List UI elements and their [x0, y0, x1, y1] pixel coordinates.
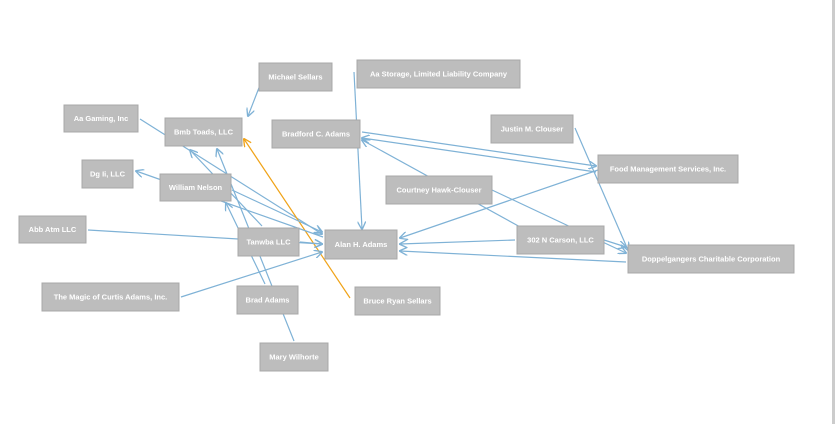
- edge-carson-to-alan-adams: [400, 239, 516, 244]
- node-courtney-clouser[interactable]: Courtney Hawk-Clouser: [385, 175, 493, 205]
- node-box[interactable]: [259, 342, 329, 372]
- node-tanwba[interactable]: Tanwba LLC: [237, 227, 300, 257]
- node-label: Alan H. Adams: [335, 240, 388, 249]
- node-box[interactable]: [324, 229, 398, 260]
- node-carson[interactable]: 302 N Carson, LLC: [516, 225, 605, 255]
- node-magic-curtis[interactable]: The Magic of Curtis Adams, Inc.: [41, 282, 180, 312]
- node-mary-wilhorte[interactable]: Mary Wilhorte: [259, 342, 329, 372]
- nodes-layer: Michael Sellars Aa Storage, Limited Liabi…: [18, 59, 795, 372]
- node-label: Brad Adams: [246, 296, 290, 305]
- node-bruce-sellars[interactable]: Bruce Ryan Sellars: [354, 286, 441, 316]
- node-label: Mary Wilhorte: [269, 353, 319, 362]
- node-label: Aa Gaming, Inc: [74, 114, 129, 123]
- node-label: William Nelson: [169, 183, 223, 192]
- node-label: Michael Sellars: [268, 73, 322, 82]
- node-label: Abb Atm LLC: [29, 225, 77, 234]
- node-alan-adams[interactable]: Alan H. Adams: [324, 229, 398, 260]
- node-box[interactable]: [18, 215, 87, 244]
- node-box[interactable]: [354, 286, 441, 316]
- node-label: The Magic of Curtis Adams, Inc.: [54, 293, 168, 302]
- node-label: Bradford C. Adams: [282, 130, 350, 139]
- node-bmb-toads[interactable]: Bmb Toads, LLC: [164, 117, 243, 147]
- node-label: Courtney Hawk-Clouser: [396, 186, 481, 195]
- node-box[interactable]: [81, 159, 134, 189]
- edge-william-nelson-to-alan-adams: [231, 189, 322, 232]
- right-border: [832, 0, 835, 424]
- node-box[interactable]: [258, 62, 333, 92]
- node-box[interactable]: [356, 59, 521, 89]
- node-box[interactable]: [237, 227, 300, 257]
- node-label: Food Management Services, Inc.: [610, 165, 726, 174]
- node-box[interactable]: [271, 119, 361, 149]
- node-aa-gaming[interactable]: Aa Gaming, Inc: [63, 104, 139, 133]
- edge-bradford-adams-to-food-mgmt: [361, 131, 596, 166]
- node-abb-atm[interactable]: Abb Atm LLC: [18, 215, 87, 244]
- node-label: Tanwba LLC: [246, 238, 291, 247]
- node-bradford-adams[interactable]: Bradford C. Adams: [271, 119, 361, 149]
- node-dg-ii[interactable]: Dg Ii, LLC: [81, 159, 134, 189]
- edge-food-mgmt-to-bradford-adams: [362, 138, 597, 173]
- edge-tanwba-to-alan-adams: [299, 242, 322, 244]
- node-label: 302 N Carson, LLC: [527, 236, 594, 245]
- node-box[interactable]: [41, 282, 180, 312]
- node-box[interactable]: [385, 175, 493, 205]
- node-box[interactable]: [159, 173, 232, 202]
- node-label: Dg Ii, LLC: [90, 170, 126, 179]
- node-box[interactable]: [164, 117, 243, 147]
- node-food-mgmt[interactable]: Food Management Services, Inc.: [597, 154, 739, 184]
- node-label: Bmb Toads, LLC: [174, 128, 234, 137]
- node-aa-storage[interactable]: Aa Storage, Limited Liability Company: [356, 59, 521, 89]
- edge-carson-to-doppelgangers: [603, 239, 626, 247]
- node-box[interactable]: [490, 114, 574, 144]
- edge-doppelgangers-to-alan-adams: [400, 251, 627, 263]
- node-william-nelson[interactable]: William Nelson: [159, 173, 232, 202]
- node-justin-clouser[interactable]: Justin M. Clouser: [490, 114, 574, 144]
- node-box[interactable]: [597, 154, 739, 184]
- edge-justin-clouser-to-doppelgangers: [574, 127, 628, 250]
- node-brad-adams[interactable]: Brad Adams: [236, 285, 299, 315]
- edge-magic-curtis-to-alan-adams: [180, 252, 322, 298]
- node-box[interactable]: [63, 104, 139, 133]
- edge-aa-storage-to-alan-adams: [353, 71, 362, 229]
- node-label: Justin M. Clouser: [501, 125, 564, 134]
- node-michael-sellars[interactable]: Michael Sellars: [258, 62, 333, 92]
- node-box[interactable]: [516, 225, 605, 255]
- edge-food-mgmt-to-alan-adams: [400, 169, 599, 238]
- node-box[interactable]: [236, 285, 299, 315]
- node-label: Doppelgangers Charitable Corporation: [642, 255, 781, 264]
- node-doppelgangers[interactable]: Doppelgangers Charitable Corporation: [627, 244, 795, 274]
- node-label: Bruce Ryan Sellars: [363, 297, 431, 306]
- node-box[interactable]: [627, 244, 795, 274]
- edge-bruce-sellars-to-bmb-toads: [244, 139, 351, 299]
- node-label: Aa Storage, Limited Liability Company: [370, 70, 508, 79]
